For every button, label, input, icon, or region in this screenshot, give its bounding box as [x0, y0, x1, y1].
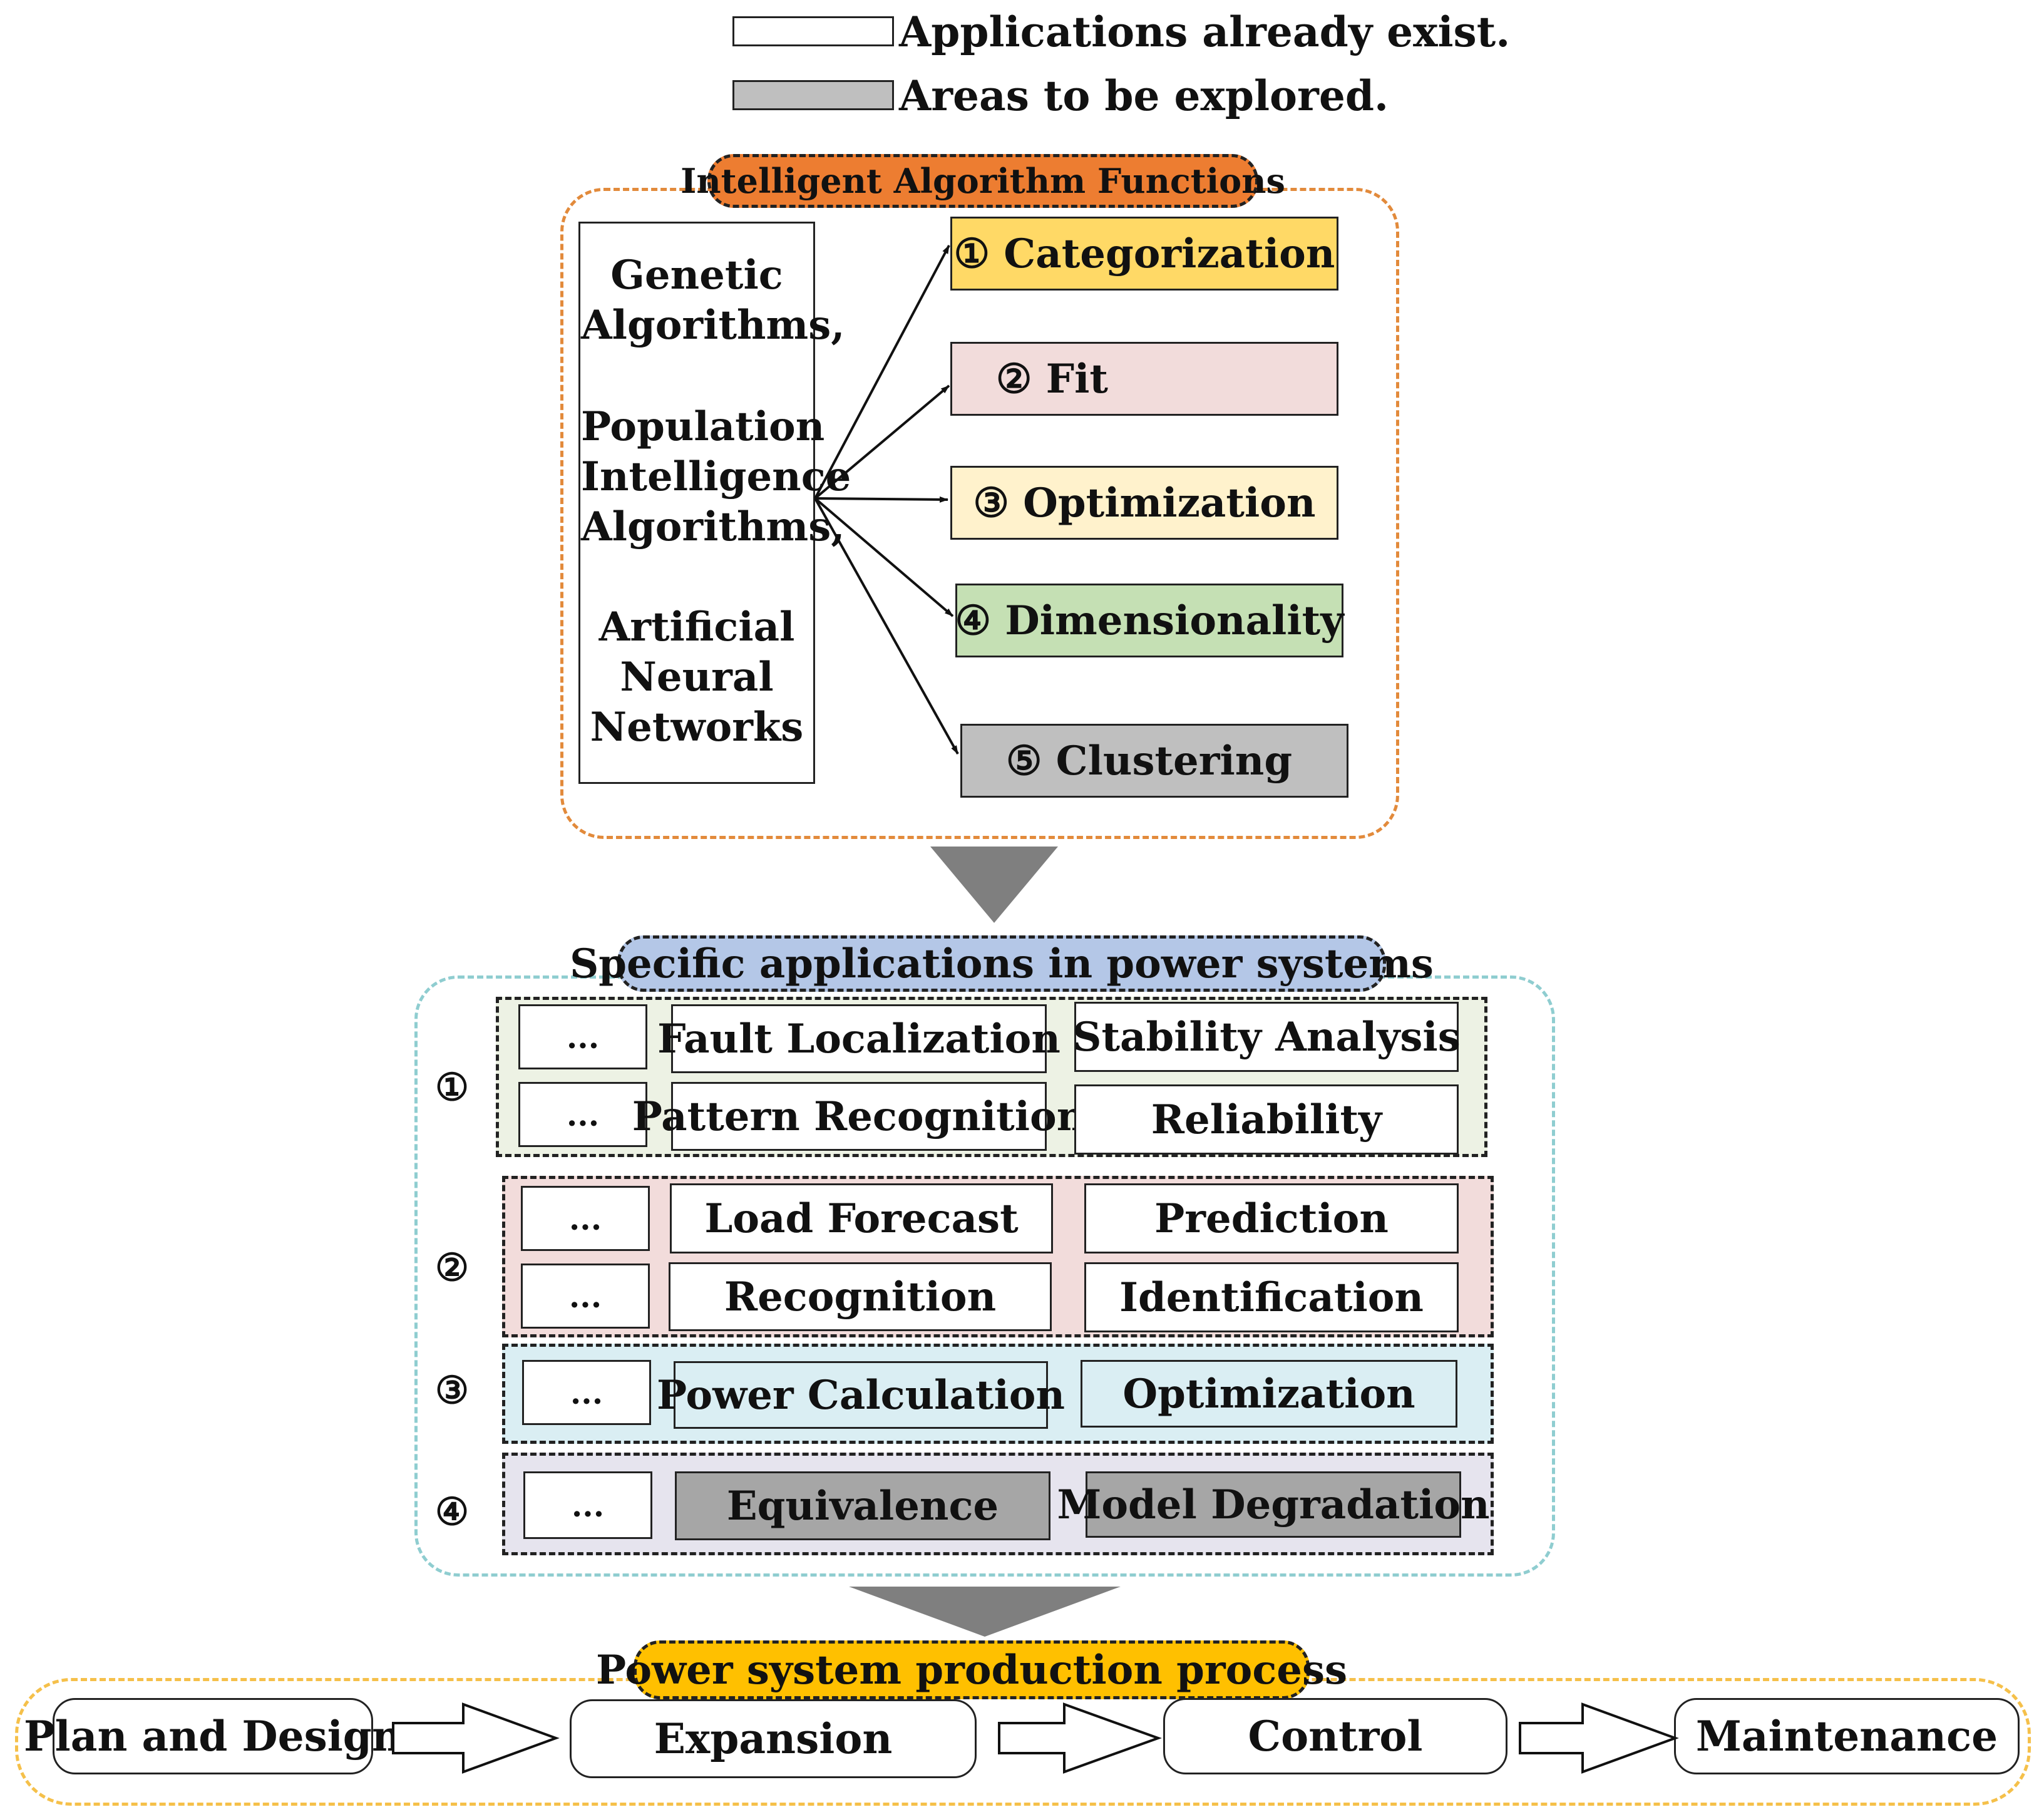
flow-arrow-1 [392, 1702, 560, 1774]
application-power-calculation: Power Calculation [657, 1361, 1065, 1429]
stage-plan-and-design: Plan and Design [24, 1698, 402, 1774]
application-equivalence: Equivalence [675, 1471, 1050, 1540]
algorithm-genetic: Genetic Algorithms, [581, 252, 845, 349]
application-item: ... [521, 1186, 650, 1251]
application-row-marker-3: ③ [435, 1369, 469, 1413]
application-optimization: Optimization [1081, 1360, 1457, 1428]
stage-maintenance: Maintenance [1674, 1698, 2020, 1774]
application-row-marker-2: ② [435, 1246, 469, 1290]
application-stability-analysis: Stability Analysis [1072, 1002, 1461, 1072]
application-identification: Identification [1084, 1262, 1459, 1332]
down-arrow-2 [849, 1587, 1121, 1637]
application-item: ... [521, 1264, 650, 1329]
algorithm-population: Population Intelligence Algorithms, [581, 403, 851, 550]
application-item: ... [523, 1471, 652, 1539]
application-pattern-recognition: Pattern Recognition [632, 1082, 1086, 1151]
legend-existing-swatch [732, 16, 894, 46]
legend-explore-swatch [732, 80, 894, 110]
flow-arrow-2 [998, 1702, 1162, 1774]
arrow-to-categorization [814, 245, 950, 499]
application-reliability: Reliability [1074, 1084, 1459, 1155]
application-prediction: Prediction [1084, 1183, 1459, 1253]
process-section-title: Power system production process [596, 1640, 1347, 1699]
arrow-to-fit [814, 384, 950, 500]
legend-existing-label: Applications already exist. [899, 8, 1511, 56]
legend-explore-label: Areas to be explored. [899, 71, 1389, 120]
down-arrow-1 [930, 847, 1058, 923]
application-item: ... [518, 1082, 647, 1147]
application-item: ... [518, 1004, 647, 1069]
function-categorization: ① Categorization [950, 217, 1338, 291]
functions-section-title: Intelligent Algorithm Functions [680, 154, 1285, 208]
application-row-marker-1: ① [435, 1066, 469, 1109]
fanout-arrows [814, 245, 959, 754]
applications-section-title: Specific applications in power systems [570, 935, 1434, 992]
arrow-to-clustering [814, 498, 959, 754]
flow-arrow-3 [1519, 1702, 1679, 1774]
function-optimization: ③ Optimization [950, 466, 1338, 540]
application-item: ... [522, 1360, 651, 1425]
application-recognition: Recognition [669, 1262, 1052, 1331]
algorithm-ann: Artificial Neural Networks [590, 604, 804, 751]
stage-expansion: Expansion [570, 1699, 977, 1778]
algorithms-box [578, 222, 815, 784]
application-load-forecast: Load Forecast [670, 1183, 1053, 1253]
function-clustering: ⑤ Clustering [960, 724, 1348, 798]
stage-control: Control [1163, 1698, 1507, 1774]
function-dimensionality: ④ Dimensionality [955, 584, 1343, 657]
arrow-to-optimization [814, 496, 948, 503]
arrow-to-dimensionality [814, 497, 954, 617]
function-fit: ② Fit [950, 342, 1338, 416]
application-model-degradation: Model Degradation [1057, 1471, 1490, 1538]
application-fault-localization: Fault Localization [657, 1004, 1061, 1073]
application-row-marker-4: ④ [435, 1490, 469, 1534]
